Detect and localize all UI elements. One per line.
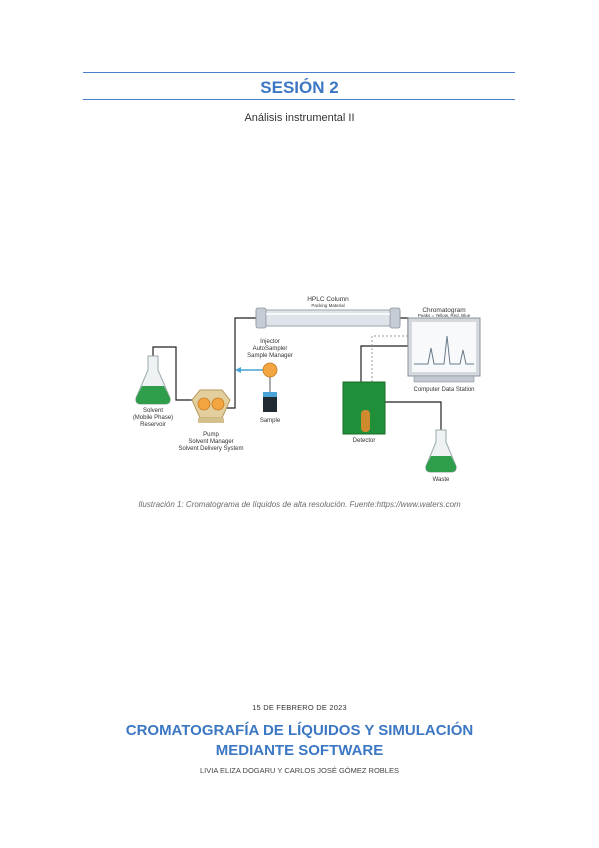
flow-lines	[152, 317, 442, 430]
detector-label: Detector	[353, 438, 376, 444]
sample-vial	[262, 362, 278, 412]
computer-label: Computer Data Station	[413, 387, 474, 393]
document-date: 15 DE FEBRERO DE 2023	[252, 703, 347, 712]
injector-label-3: Sample Manager	[247, 353, 293, 359]
pump-label-3: Solvent Delivery System	[178, 446, 243, 452]
pump-label-1: Pump	[203, 432, 219, 438]
data-cable	[371, 335, 408, 382]
document-authors: LIVIA ELIZA DOGARU Y CARLOS JOSÉ GÓMEZ R…	[200, 766, 399, 775]
document-title-line-2: MEDIANTE SOFTWARE	[215, 742, 384, 759]
pump-label-2: Solvent Manager	[188, 439, 233, 445]
detector	[342, 381, 386, 435]
sample-label: Sample	[260, 418, 281, 424]
solvent-flask	[135, 355, 171, 405]
page-title: SESIÓN 2	[260, 78, 339, 97]
solvent-label-2: (Mobile Phase)	[133, 415, 173, 421]
packing-label: Packing Material	[311, 303, 344, 308]
chromatogram-label: Chromatogram	[422, 307, 465, 314]
peaks-label: Peaks = Yellow, Red, Blue	[418, 313, 471, 318]
waste-label: Waste	[433, 477, 450, 483]
hplc-diagram: Solvent (Mobile Phase) Reservoir Pump So…	[133, 296, 481, 483]
injector-label-1: Injector	[260, 339, 280, 345]
pump	[191, 389, 231, 423]
document-title: CROMATOGRAFÍA DE LÍQUIDOS Y SIMULACIÓN M…	[0, 721, 599, 761]
computer-monitor	[407, 317, 481, 383]
waste-flask	[425, 429, 457, 473]
page-subtitle: Análisis instrumental II	[244, 112, 355, 124]
figure-caption: Ilustración 1: Cromatograma de líquidos …	[138, 500, 461, 509]
top-rule	[83, 72, 515, 73]
solvent-label-1: Solvent	[143, 408, 163, 414]
document-title-line-1: CROMATOGRAFÍA DE LÍQUIDOS Y SIMULACIÓN	[125, 722, 474, 739]
solvent-label-3: Reservoir	[140, 422, 166, 428]
title-rule	[83, 99, 515, 100]
hplc-column	[255, 307, 401, 329]
injector-label-2: AutoSampler	[253, 346, 288, 352]
column-label: HPLC Column	[307, 296, 349, 303]
